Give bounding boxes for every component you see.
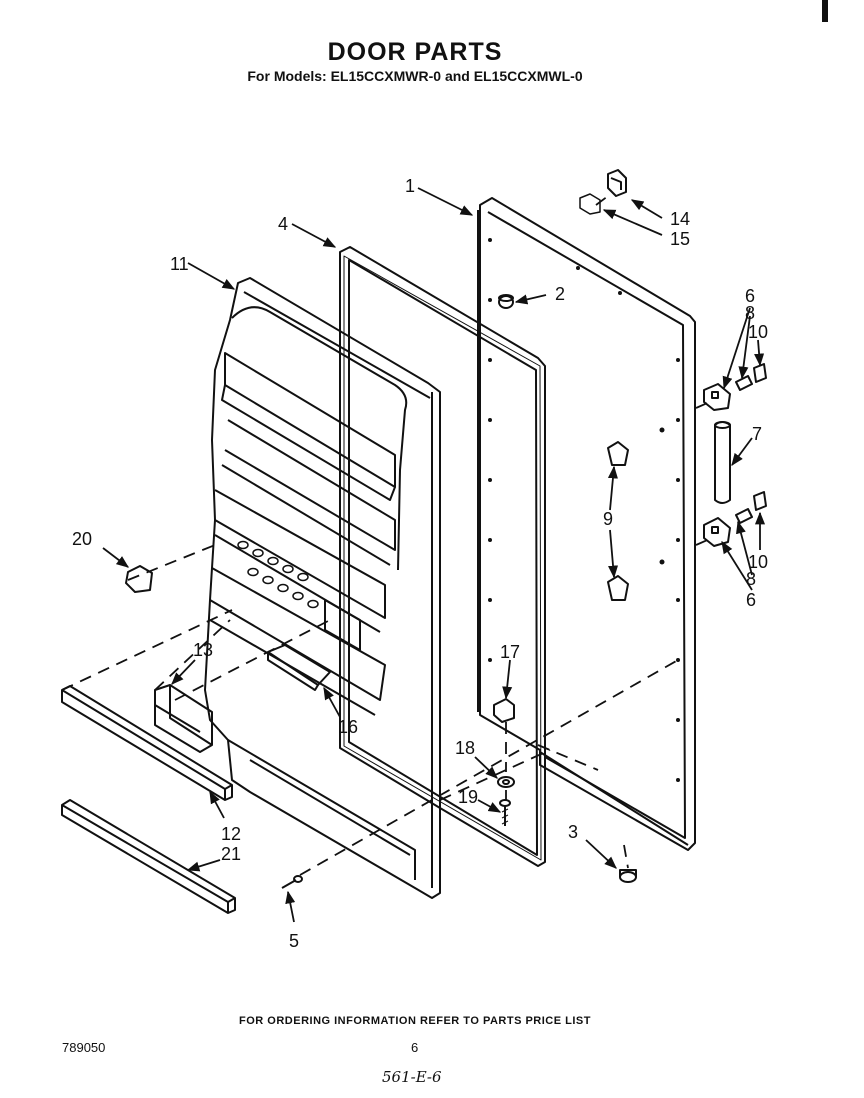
- corner-registration-mark: [822, 0, 828, 22]
- inner-shelf-insert: [267, 644, 331, 691]
- callout-6-upper: 6: [745, 286, 755, 306]
- callout-8-upper: 8: [745, 303, 755, 323]
- upper-hinge-assembly: [703, 363, 767, 411]
- screw: [499, 799, 511, 826]
- callout-15: 15: [670, 229, 690, 249]
- callout-14: 14: [670, 209, 690, 229]
- models-subtitle: For Models: EL15CCXMWR-0 and EL15CCXMWL-…: [247, 68, 583, 84]
- inner-door-liner: [204, 277, 441, 899]
- document-number: 789050: [62, 1040, 106, 1055]
- callout-16: 16: [338, 717, 358, 737]
- door-stop-upper: [607, 441, 629, 466]
- callout-21: 21: [221, 844, 241, 864]
- washer: [497, 776, 515, 788]
- callout-7: 7: [752, 424, 762, 444]
- bottom-hinge-bracket: [493, 698, 515, 723]
- door-gasket: [339, 246, 546, 867]
- label-plate: [125, 565, 153, 593]
- callout-20: 20: [72, 529, 92, 549]
- callout-10-lower: 10: [748, 552, 768, 572]
- callout-9: 9: [603, 509, 613, 529]
- lower-hinge-assembly: [703, 491, 767, 547]
- callout-5: 5: [289, 931, 299, 951]
- page-number: 6: [411, 1040, 419, 1055]
- lower-shelf-bar: [61, 799, 236, 914]
- callout-2: 2: [555, 284, 565, 304]
- callout-6-lower: 6: [746, 590, 756, 610]
- handle-tube: [714, 421, 731, 504]
- pin: [281, 875, 303, 889]
- callout-11: 11: [170, 254, 189, 274]
- callout-19: 19: [458, 787, 478, 807]
- callout-17: 17: [500, 642, 520, 662]
- handwritten-note: 561-E-6: [382, 1068, 442, 1086]
- leader-arrows: [102, 187, 766, 923]
- outer-door-panel: [477, 197, 696, 851]
- plug: [498, 294, 514, 309]
- callout-labels: 1 2 3 4 5 6 6 7 8 8 9 10 10 11 12 13 14 …: [72, 176, 768, 951]
- callout-8-lower: 8: [746, 569, 756, 589]
- door-stop-lower: [607, 575, 629, 601]
- callout-1: 1: [405, 176, 415, 196]
- alignment-lines: [61, 195, 713, 876]
- callout-18: 18: [455, 738, 475, 758]
- bottom-cap: [619, 869, 637, 883]
- top-hinge-cover: [579, 169, 627, 215]
- callout-10-upper: 10: [748, 322, 768, 342]
- ordering-note: FOR ORDERING INFORMATION REFER TO PARTS …: [239, 1015, 591, 1027]
- callout-3: 3: [568, 822, 578, 842]
- callout-13: 13: [193, 640, 213, 660]
- bar-bracket: [154, 684, 213, 753]
- callout-4: 4: [278, 214, 288, 234]
- page-title: DOOR PARTS: [327, 38, 503, 66]
- callout-12: 12: [221, 824, 241, 844]
